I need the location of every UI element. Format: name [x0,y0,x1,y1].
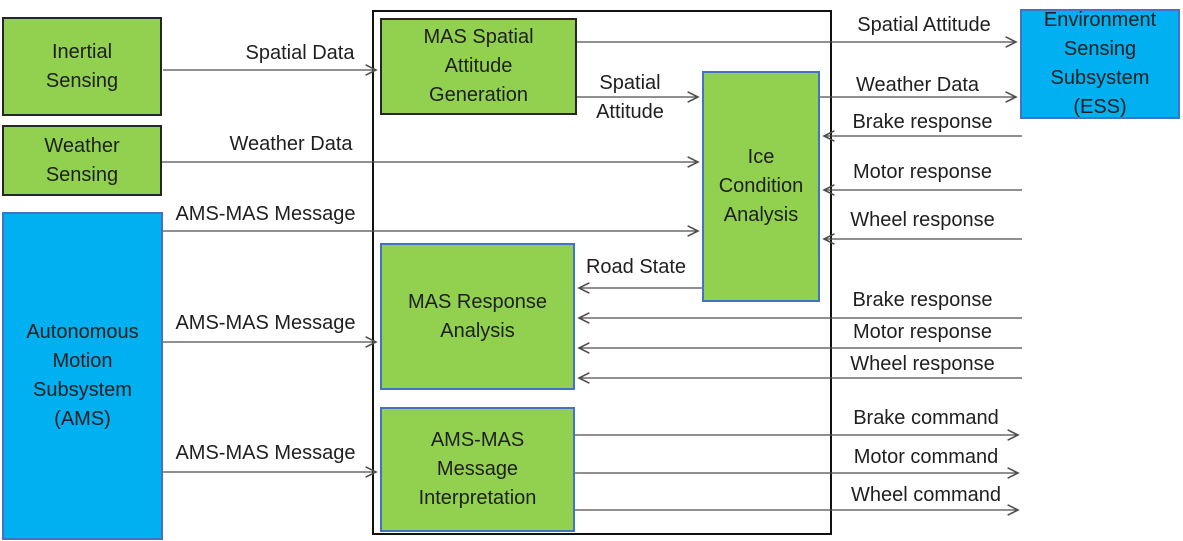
edge-label-motor-response-1: Motor response [853,161,992,183]
edge-label-motor-command: Motor command [853,446,999,468]
box-mas-spatial-attitude-generation: MAS Spatial Attitude Generation [380,18,577,115]
edge-label-brake-command: Brake command [853,407,999,429]
box-ams-mas-message-interpretation: AMS-MAS Message Interpretation [380,407,575,532]
edge-label-brake-response-2: Brake response [852,289,993,311]
edge-label-weather-data-to-ess: Weather Data [855,74,980,96]
box-environment-sensing-subsystem: Environment Sensing Subsystem (ESS) [1020,9,1180,119]
edge-label-motor-response-2: Motor response [853,321,992,343]
box-ice-condition-analysis: Ice Condition Analysis [702,71,820,302]
edge-label-weather-data-in: Weather Data [229,133,353,155]
box-autonomous-motion-subsystem: Autonomous Motion Subsystem (AMS) [2,212,163,540]
box-inertial-sensing: Inertial Sensing [2,17,162,116]
box-weather-sensing: Weather Sensing [2,125,162,196]
edge-label-brake-response-1: Brake response [852,111,993,133]
edge-label-spatial-data: Spatial Data [245,42,355,64]
edge-label-spatial-attitude-to-ess: Spatial Attitude [857,14,991,36]
edge-label-ams-mas-message-3: AMS-MAS Message [175,442,356,464]
box-mas-response-analysis: MAS Response Analysis [380,243,575,390]
edge-label-ams-mas-message-2: AMS-MAS Message [175,312,356,334]
edge-label-spatial-attitude-to-ice: Spatial Attitude [596,72,664,123]
edge-label-ams-mas-message-1: AMS-MAS Message [175,203,356,225]
edge-label-wheel-response-2: Wheel response [850,353,995,375]
edge-label-wheel-response-1: Wheel response [850,209,995,231]
edge-label-wheel-command: Wheel command [850,484,1002,506]
edge-label-road-state: Road State [585,256,687,278]
